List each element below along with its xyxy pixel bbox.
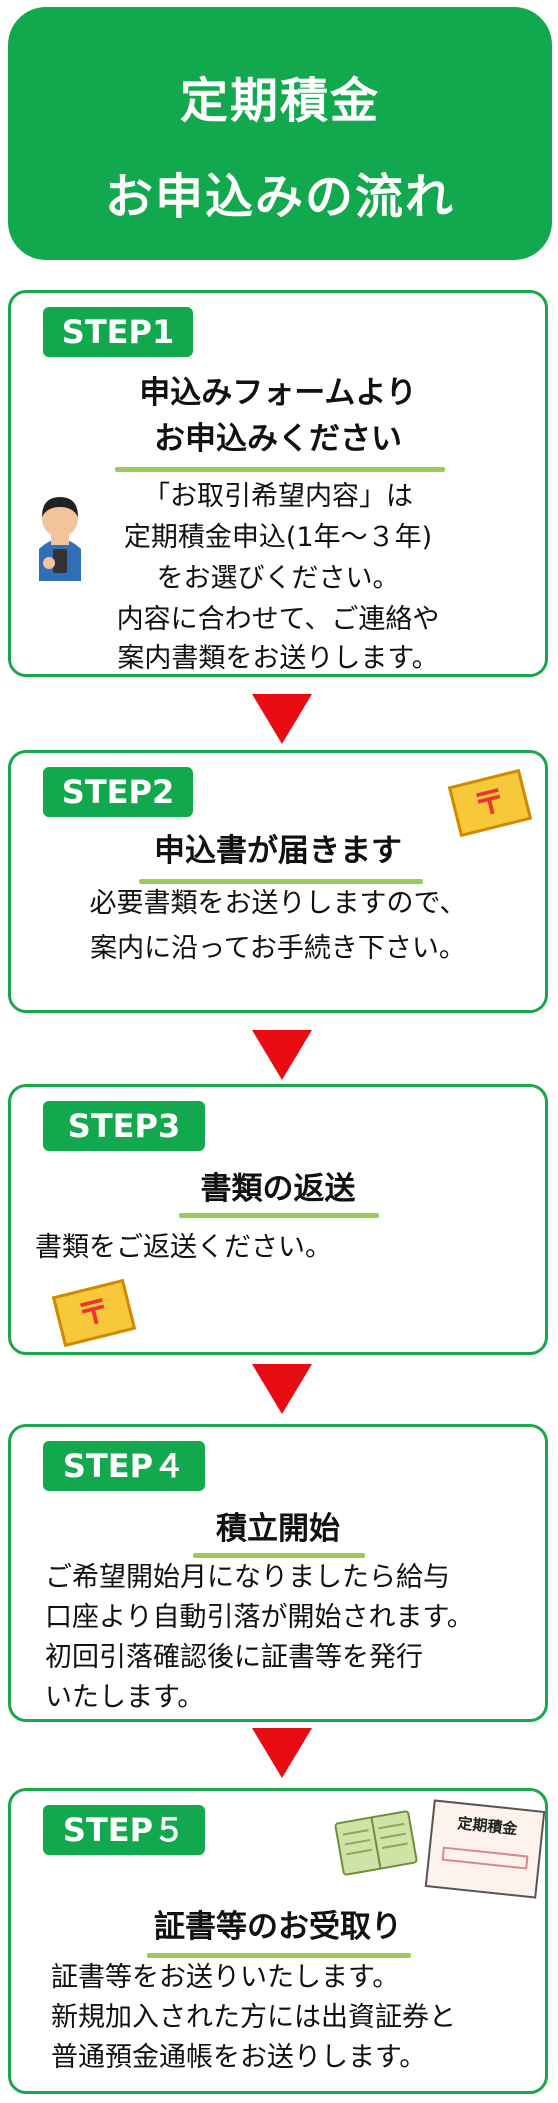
flow-arrow-1	[252, 694, 312, 744]
step5-body-line2: 新規加入された方には出資証券と	[51, 2002, 456, 2033]
step4-card: STEP４ 積立開始 ご希望開始月になりましたら給与 口座より自動引落が開始され…	[8, 1424, 548, 1722]
certificate-stamp	[441, 1846, 529, 1870]
step4-badge: STEP４	[43, 1441, 205, 1491]
step5-title: 証書等のお受取り	[154, 1909, 402, 1945]
passbook-icon	[334, 1810, 418, 1876]
step2-title: 申込書が届きます	[154, 833, 402, 869]
step1-title-line1: 申込みフォームより	[139, 375, 417, 411]
step1-body-line5: 案内書類をお送りします。	[117, 643, 439, 674]
flow-arrow-2	[252, 1030, 312, 1080]
step3-title: 書類の返送	[200, 1171, 356, 1207]
step2-body-line1: 必要書類をお送りしますので、	[89, 888, 467, 919]
postal-mark: 〒	[469, 780, 511, 826]
step3-title-underline	[179, 1213, 379, 1218]
step2-body-line2: 案内に沿ってお手続き下さい。	[90, 933, 466, 964]
step3-badge: STEP3	[43, 1101, 205, 1151]
step3-body-line1: 書類をご返送ください。	[35, 1232, 332, 1263]
step1-card: STEP1 申込みフォームより お申込みください 「お取引希望内容」は 定期積金…	[8, 290, 548, 677]
certificate-icon: 定期積金	[424, 1799, 546, 1899]
header-title-line1: 定期積金	[179, 73, 380, 129]
postal-mark: 〒	[73, 1290, 115, 1336]
step1-body-line1: 「お取引希望内容」は	[143, 481, 413, 512]
header-title-line2: お申込みの流れ	[104, 169, 455, 225]
step5-card: STEP５ 定期積金 証書等のお受取り 証書等をお送りいたします。 新規加入され…	[8, 1788, 548, 2094]
flow-arrow-3	[252, 1364, 312, 1414]
step1-title-line2: お申込みください	[154, 421, 402, 457]
step2-title-underline	[139, 879, 423, 884]
step4-body-line2: 口座より自動引落が開始されます。	[45, 1602, 474, 1633]
envelope-icon: 〒	[447, 768, 533, 838]
step1-body-line4: 内容に合わせて、ご連絡や	[116, 604, 440, 635]
step1-body-line3: をお選びください。	[156, 563, 400, 594]
step2-card: STEP2 〒 申込書が届きます 必要書類をお送りしますので、 案内に沿ってお手…	[8, 750, 548, 1013]
step5-body-line3: 普通預金通帳をお送りします。	[51, 2042, 427, 2073]
person-with-phone-icon	[39, 497, 81, 581]
page-header: 定期積金 お申込みの流れ	[8, 7, 552, 260]
step5-badge: STEP５	[43, 1805, 205, 1855]
step4-body-line4: いたします。	[45, 1682, 205, 1713]
envelope-icon: 〒	[51, 1278, 137, 1348]
step4-body-line3: 初回引落確認後に証書等を発行	[45, 1642, 423, 1673]
step4-title: 積立開始	[216, 1511, 340, 1547]
certificate-label: 定期積金	[456, 1814, 519, 1839]
step1-body-line2: 定期積金申込(1年～３年)	[123, 522, 433, 553]
step3-card: STEP3 書類の返送 書類をご返送ください。 〒	[8, 1084, 548, 1355]
step2-badge: STEP2	[43, 767, 193, 817]
step4-title-underline	[193, 1553, 365, 1558]
step1-badge: STEP1	[43, 307, 193, 357]
step1-title-underline	[115, 467, 445, 472]
step5-body-line1: 証書等をお送りいたします。	[51, 1962, 400, 1993]
step4-body-line1: ご希望開始月になりましたら給与	[45, 1562, 450, 1593]
flow-arrow-4	[252, 1728, 312, 1778]
step5-title-underline	[147, 1953, 411, 1958]
